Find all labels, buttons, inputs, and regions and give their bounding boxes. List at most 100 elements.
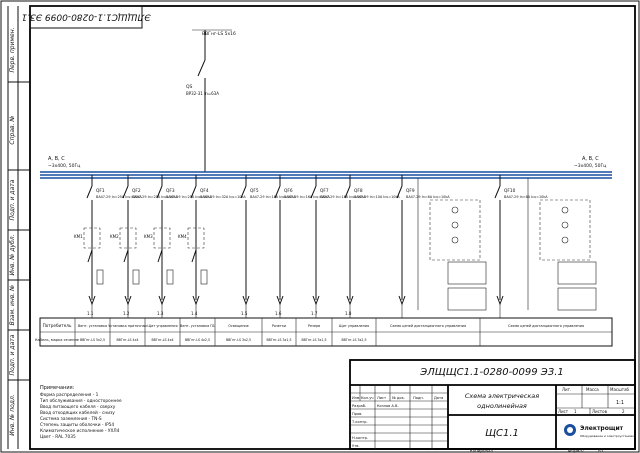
breaker-name: QF7 — [320, 188, 329, 194]
breaker-name: QF10 — [504, 188, 516, 194]
stamp-sheets-value: 2 — [622, 409, 625, 414]
line-number: 1.4 — [191, 311, 198, 316]
company-name: Электрощит — [580, 425, 624, 432]
breaker-name: QF3 — [166, 188, 175, 194]
drawing-frame — [29, 5, 636, 450]
line-number: 1.5 — [241, 311, 248, 316]
line-number: 1.6 — [275, 311, 282, 316]
stamp-title-2: однолинейная — [477, 402, 527, 410]
cable-cell: ВВГнг-LS 4x4 — [117, 338, 139, 342]
format-label: Формат — [568, 448, 585, 453]
control-circuit-right — [527, 178, 597, 311]
cable-cell: ВВГнг-LS 3x1,5 — [266, 338, 291, 342]
input-cable-label: ВВГнг-LS 5x16 — [202, 31, 236, 37]
consumer-cell: Щит управления — [147, 324, 177, 328]
breaker-contact — [86, 185, 93, 199]
strip-label-3: Подп. и дата — [9, 179, 16, 220]
stamp-col-doc: № док. — [392, 396, 405, 400]
line-number: 1.1 — [87, 311, 94, 316]
notes: Примечания: Форма распределения - 1 Тип … — [39, 385, 122, 440]
breaker-contact — [494, 185, 501, 199]
company-sub: Оборудование и электроустановки — [580, 434, 636, 438]
input-breaker-name: QS — [186, 84, 193, 90]
breaker-name: QF4 — [200, 188, 209, 194]
bus-right-voltage: ~3x400, 50Гц — [574, 163, 606, 169]
stamp-mass-label: Масса — [586, 387, 599, 392]
consumer-cell: Вент. установка — [78, 324, 107, 328]
bus-right-phases: A, B, C — [582, 156, 599, 162]
breaker-name: QF1 — [96, 188, 105, 194]
control-circuit-left — [417, 178, 487, 311]
stamp-scale-value: 1:1 — [616, 400, 624, 406]
company-logo-icon — [564, 424, 576, 436]
strip-label-7: Инв. № подл. — [9, 394, 16, 435]
breaker-specs: ВА47-29 In=16A Icu=10kA — [250, 195, 296, 199]
note-line-5: Система заземления - TN-S — [40, 416, 102, 422]
stamp-title-1: Схема электрическая — [465, 392, 539, 400]
consumer-cell: Установка приточная — [108, 324, 146, 328]
breaker-specs: ВА47-29 In=10A Icu=10kA — [354, 195, 400, 199]
format-value: А3 — [597, 448, 604, 453]
consumer-cell: Схема цепей дистанционного управления — [390, 324, 466, 328]
stamp-role-approve: Утв. — [352, 444, 360, 448]
note-line-4: Ввод отходящих кабелей - снизу — [40, 409, 115, 416]
breaker-specs: ВА47-29 In=16A Icu=10kA — [320, 195, 366, 199]
line-number: 1.8 — [345, 311, 352, 316]
rotated-code: ЭЛЩЩС1.1-0280-0099 ЭЗ.1 — [21, 12, 151, 22]
strip-label-4: Инв. № дубл. — [9, 234, 16, 275]
cable-cell: ВВГнг-LS 4x4 — [152, 338, 174, 342]
stamp-col-izm: Изм. — [352, 396, 360, 400]
bus-left-voltage: ~3x400, 50Гц — [48, 163, 80, 169]
stamp-role-tcontr: Т.контр. — [351, 420, 368, 424]
stamp-sheet-label: Лист — [558, 409, 569, 414]
breaker-name: QF2 — [132, 188, 141, 194]
cable-cell: ВВГнг-LS 4x2,5 — [185, 338, 210, 342]
breaker-specs: ВА47-29 In=6A Icu=10kA — [406, 195, 450, 199]
breaker-name: QF9 — [406, 188, 415, 194]
stamp-developer: Козлов А.В. — [377, 404, 399, 408]
breaker-contact — [310, 185, 317, 199]
cable-cell: ВВГнг-LS 5x2,5 — [80, 338, 105, 342]
breaker-contact — [240, 185, 247, 199]
input-feeder: ВВГнг-LS 5x16 QS ВР32-31 In=63A — [186, 29, 236, 172]
line-number: 1.2 — [123, 311, 130, 316]
contactor-name: KM1 — [74, 234, 83, 239]
breaker-specs: ВА47-29 In=25A Icu=10kA — [132, 195, 178, 199]
strip-label-6: Подп. и дата — [9, 334, 16, 375]
breaker-contact — [274, 185, 281, 199]
consumer-cell: Розетки — [272, 324, 286, 328]
breaker-contact — [190, 185, 197, 199]
stamp-name: ЩС1.1 — [485, 428, 519, 439]
cable-cell: ВВГнг-LS 3x2,5 — [341, 338, 366, 342]
cable-cell: ВВГнг-LS 3x1,5 — [301, 338, 326, 342]
breaker-name: QF8 — [354, 188, 363, 194]
note-line-1: Форма распределения - 1 — [40, 392, 99, 398]
breaker-specs: ВА47-29 In=25A Icu=10kA — [166, 195, 212, 199]
input-breaker-contact — [197, 59, 206, 77]
consumer-cell: Вент. установка П1 — [180, 324, 215, 328]
line-number: 1.7 — [311, 311, 318, 316]
consumer-table: Потребитель Кабель, марка сечение Вент. … — [35, 317, 613, 347]
stamp-code: ЭЛЩЩС1.1-0280-0099 ЭЗ.1 — [419, 367, 564, 378]
stamp-sheet-value: 1 — [574, 409, 577, 414]
breaker-name: QF6 — [284, 188, 293, 194]
cable-cell: ВВГнг-LS 3x2,5 — [226, 338, 251, 342]
stamp-col-kol: Кол.уч — [361, 396, 373, 400]
stamp-sheets-label: Листов — [592, 409, 608, 414]
contactor-name: KM2 — [110, 234, 119, 239]
contactor-name: KM4 — [178, 234, 187, 239]
stamp-col-sign: Подп. — [413, 396, 424, 400]
breaker-specs: ВА47-29 In=16A Icu=10kA — [284, 195, 330, 199]
input-breaker-specs: ВР32-31 In=63A — [186, 91, 219, 96]
busbar: A, B, C ~3x400, 50Гц A, B, C ~3x400, 50Г… — [40, 156, 612, 179]
